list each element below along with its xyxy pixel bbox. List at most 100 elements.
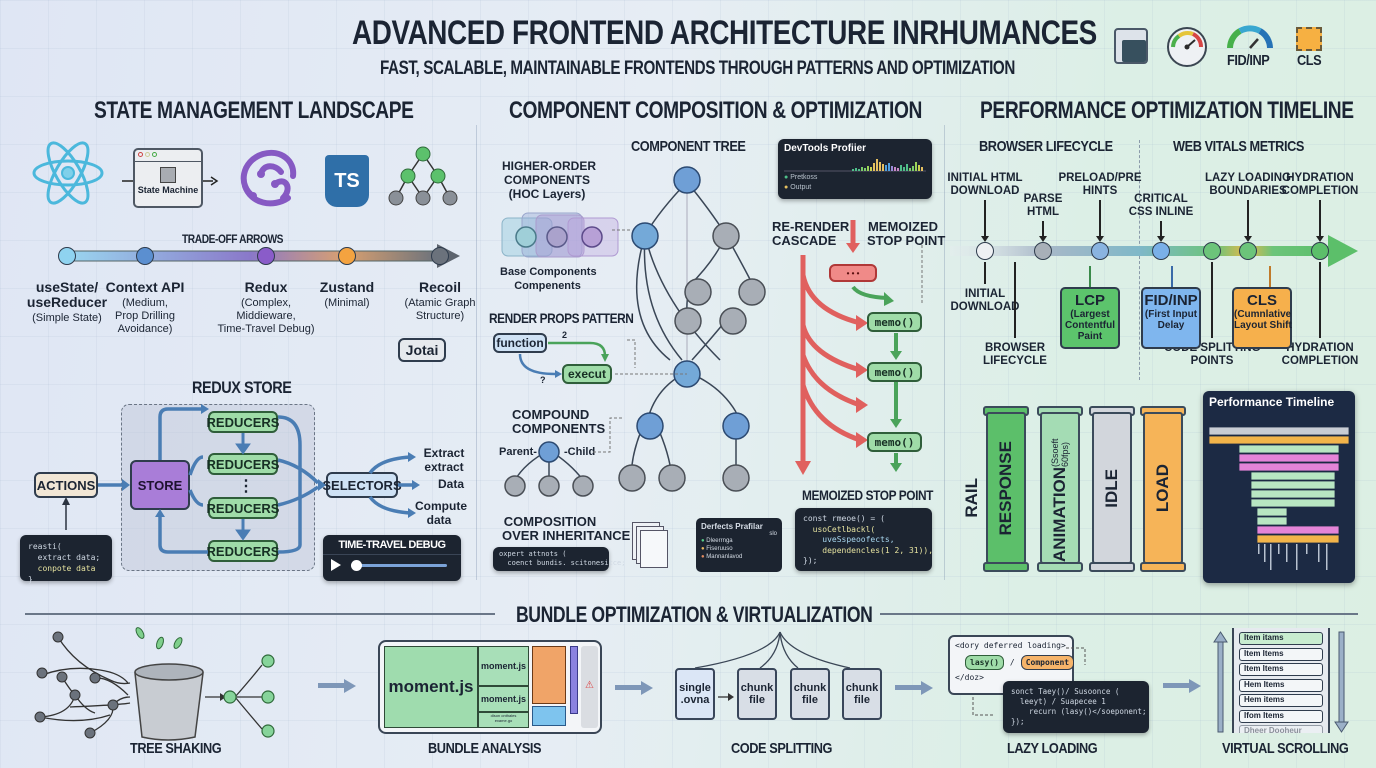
- lcp-window-icon: [1114, 28, 1148, 64]
- flame-bar: [1208, 435, 1350, 445]
- flame-bar: [1238, 453, 1340, 463]
- web-vital-desc: (Cumnlative Layout Shift: [1234, 309, 1292, 331]
- treemap-gray-block: ⚠: [581, 646, 598, 728]
- flame-tick: [1318, 544, 1320, 562]
- typescript-icon: TS: [325, 155, 369, 207]
- perf-timeline-title: Performance Timeline: [1209, 395, 1335, 409]
- tradeoff-node: [136, 247, 154, 265]
- timeline-node: [1152, 242, 1170, 260]
- tradeoff-node: [431, 247, 449, 265]
- code-line: extract data;: [28, 553, 101, 562]
- selector-output: Data: [437, 477, 464, 491]
- play-button[interactable]: [331, 559, 341, 571]
- metric-pointer: [1089, 266, 1091, 287]
- selector-output: Extract extract: [423, 446, 465, 474]
- render-function-box: function: [493, 333, 547, 353]
- timeline-node: [1311, 242, 1329, 260]
- web-vital-name: CLS: [1247, 292, 1277, 309]
- web-vital-card: LCP(Largest Contentful Paint: [1060, 287, 1120, 349]
- web-vital-card: CLS(Cumnlative Layout Shift: [1232, 287, 1292, 349]
- divider: [880, 613, 1358, 615]
- virtual-list-item[interactable]: Item itams: [1239, 632, 1323, 645]
- composition-code-block: oxpert attnots ( coenct bundis. scitones…: [493, 547, 625, 571]
- web-vitals-title: WEB VITALS METRICS: [1173, 138, 1304, 155]
- chunk-file-label: chunk file: [845, 682, 879, 706]
- profiler-bar: [912, 166, 914, 171]
- library-description: (Medium, Prop Drilling Avoidance): [115, 297, 175, 335]
- virtual-list-item[interactable]: Hem Items: [1239, 678, 1323, 692]
- timeline-bottom-label: HYDRATION COMPLETION: [1281, 342, 1359, 367]
- flame-bar: [1256, 507, 1288, 517]
- timeline-bottom-label: BROWSER LIFECYCLE: [983, 342, 1047, 367]
- flame-tick: [1286, 544, 1288, 562]
- code-line: sonct Taey()/ Susoonce (: [1011, 687, 1120, 696]
- virtual-list-item[interactable]: Hem items: [1239, 694, 1323, 707]
- virtual-list-item[interactable]: Ifom Items: [1239, 709, 1323, 723]
- bundle-treemap: moment.js moment.js moment.js dlson onth…: [378, 640, 602, 734]
- web-vital-desc: (First Input Delay: [1144, 309, 1198, 331]
- render-props-title: RENDER PROPS PATTERN: [489, 310, 634, 326]
- profiler-bar: [894, 167, 896, 171]
- profiler-bar: [918, 165, 920, 171]
- profiler-bar: [903, 167, 905, 171]
- tradeoff-node: [257, 247, 275, 265]
- rail-pillar: IDLE: [1092, 412, 1132, 564]
- memoized-stop-bottom-title: MEMOIZED STOP POINT: [802, 487, 934, 503]
- lazy-button: lasy(): [965, 655, 1004, 670]
- memo-box: memo(): [867, 432, 922, 452]
- library-name: Zustand: [319, 279, 375, 295]
- chunk-file: chunk file: [790, 668, 830, 720]
- profiler-bar: [873, 163, 875, 171]
- pillar-base: [1089, 562, 1135, 572]
- timeline-bottom-label: INITIAL DOWNLOAD: [950, 288, 1020, 313]
- slider-thumb[interactable]: [350, 560, 362, 571]
- scroll-up-arrow[interactable]: [1213, 631, 1228, 733]
- render-step-1: ?: [540, 375, 546, 385]
- treemap-purple-block: [570, 646, 578, 714]
- state-section-title: STATE MANAGEMENT LANDSCAPE: [94, 97, 414, 124]
- profiler-bar: [888, 163, 890, 171]
- rail-label: IDLE: [1102, 468, 1121, 508]
- library-description: (Complex, Middieware, Time-Travel Debug): [217, 297, 315, 335]
- legend-item: Output: [790, 184, 812, 191]
- arrow-down-icon: [1096, 236, 1104, 242]
- timeline-node: [1034, 242, 1052, 260]
- timeline-slider[interactable]: [350, 560, 447, 571]
- memo-box: memo(): [867, 362, 922, 382]
- flame-bar: [1256, 516, 1288, 526]
- lazy-slash: /: [1009, 658, 1015, 667]
- hoc-base-label: Base Components Compenents: [500, 266, 597, 292]
- code-line: leeyt) / Suapecee 1: [1011, 697, 1106, 706]
- parent-label: Parent-: [499, 446, 537, 458]
- timeline-top-label: PARSE HTML: [1023, 193, 1063, 218]
- virtual-list-item[interactable]: Item Items: [1239, 647, 1323, 661]
- profiler-mini-badge: slo: [769, 531, 777, 537]
- scroll-down-arrow[interactable]: [1334, 631, 1349, 733]
- single-bundle-file: single .ovna: [675, 668, 715, 720]
- timeline-pointer: [1319, 200, 1321, 236]
- profiler-bar: [867, 166, 869, 171]
- library-description: (Atamic Graph Structure): [404, 297, 476, 322]
- code-line: recurn (lasy()</soeponent;: [1011, 707, 1147, 716]
- rail-pillar-label: ANIMATION(Ssoeft 60fps): [1050, 414, 1070, 562]
- cube-icon: [160, 167, 176, 183]
- hoc-layers-icon: [501, 212, 632, 258]
- timeline-pointer: [984, 262, 986, 284]
- flame-tick: [1264, 544, 1266, 562]
- cls-box-icon: [1296, 27, 1322, 51]
- timeline-node: [1203, 242, 1221, 260]
- bundle-section-label: BUNDLE ANALYSIS: [428, 740, 542, 757]
- pillar-base: [1140, 562, 1186, 572]
- jotai-badge: Jotai: [398, 338, 446, 362]
- profiler-bar: [900, 165, 902, 171]
- compound-title: COMPOUND COMPONENTS: [512, 407, 606, 436]
- virtual-list-item[interactable]: Dheer Dooheur: [1239, 725, 1323, 733]
- documents-stack-icon: [632, 522, 668, 568]
- virtual-list-item[interactable]: Item Items: [1239, 663, 1323, 676]
- web-vital-card: FID/INP(First Input Delay: [1141, 287, 1201, 349]
- library-description: (Minimal): [324, 297, 370, 309]
- reducer-box: REDUCERS: [207, 497, 279, 519]
- lazy-open-tag: <dory deferred loading>: [955, 641, 1066, 650]
- child-label: -Child: [564, 446, 596, 458]
